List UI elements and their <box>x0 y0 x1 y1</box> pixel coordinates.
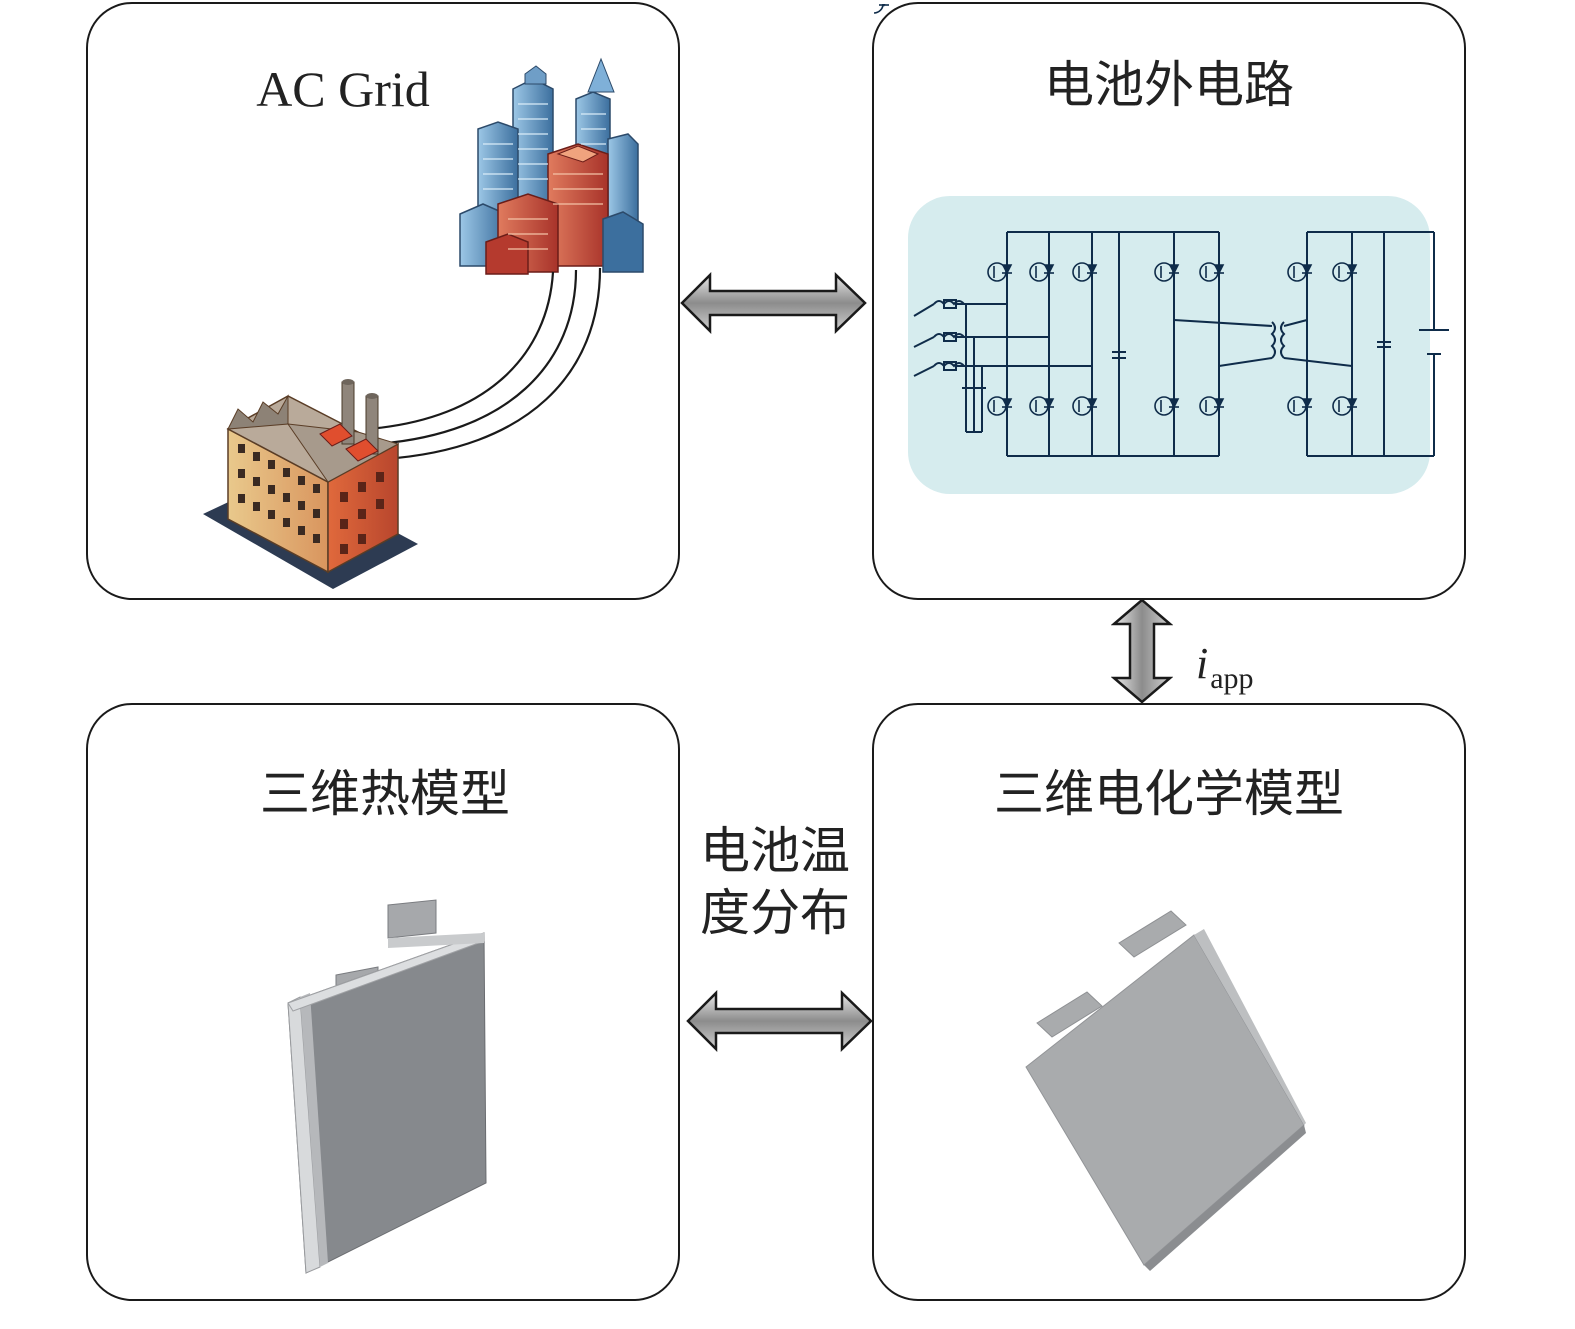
ac-grid-title: AC Grid <box>256 61 430 117</box>
power-converter-circuit <box>874 4 1449 494</box>
pouch-cell-3d <box>287 899 487 1274</box>
thermal-model-title: 三维热模型 <box>260 766 510 822</box>
thermal-model-panel: 三维热模型 <box>86 703 680 1301</box>
current-symbol: i <box>1196 639 1209 688</box>
factory-icon <box>203 379 418 589</box>
temperature-arrow <box>686 990 873 1052</box>
city-buildings-icon <box>459 57 644 275</box>
grid-circuit-arrow <box>680 272 867 334</box>
electrochemical-model-title: 三维电化学模型 <box>994 766 1344 822</box>
external-circuit-panel: 电池外电路 <box>872 2 1466 600</box>
pouch-cell-tilted <box>1025 910 1306 1271</box>
grid-illustration <box>203 57 644 589</box>
igbt-switches <box>874 4 1358 416</box>
electrochemical-model-panel: 三维电化学模型 <box>872 703 1466 1301</box>
current-arrow <box>1111 598 1173 704</box>
ac-grid-panel: AC Grid <box>86 2 680 600</box>
circuit-background <box>908 196 1430 494</box>
battery-temperature-label: 电池温度分布 <box>700 823 850 941</box>
external-circuit-title: 电池外电路 <box>1044 57 1294 113</box>
power-lines <box>367 267 602 461</box>
current-subscript: app <box>1210 662 1254 695</box>
applied-current-label: iapp <box>1196 638 1254 695</box>
